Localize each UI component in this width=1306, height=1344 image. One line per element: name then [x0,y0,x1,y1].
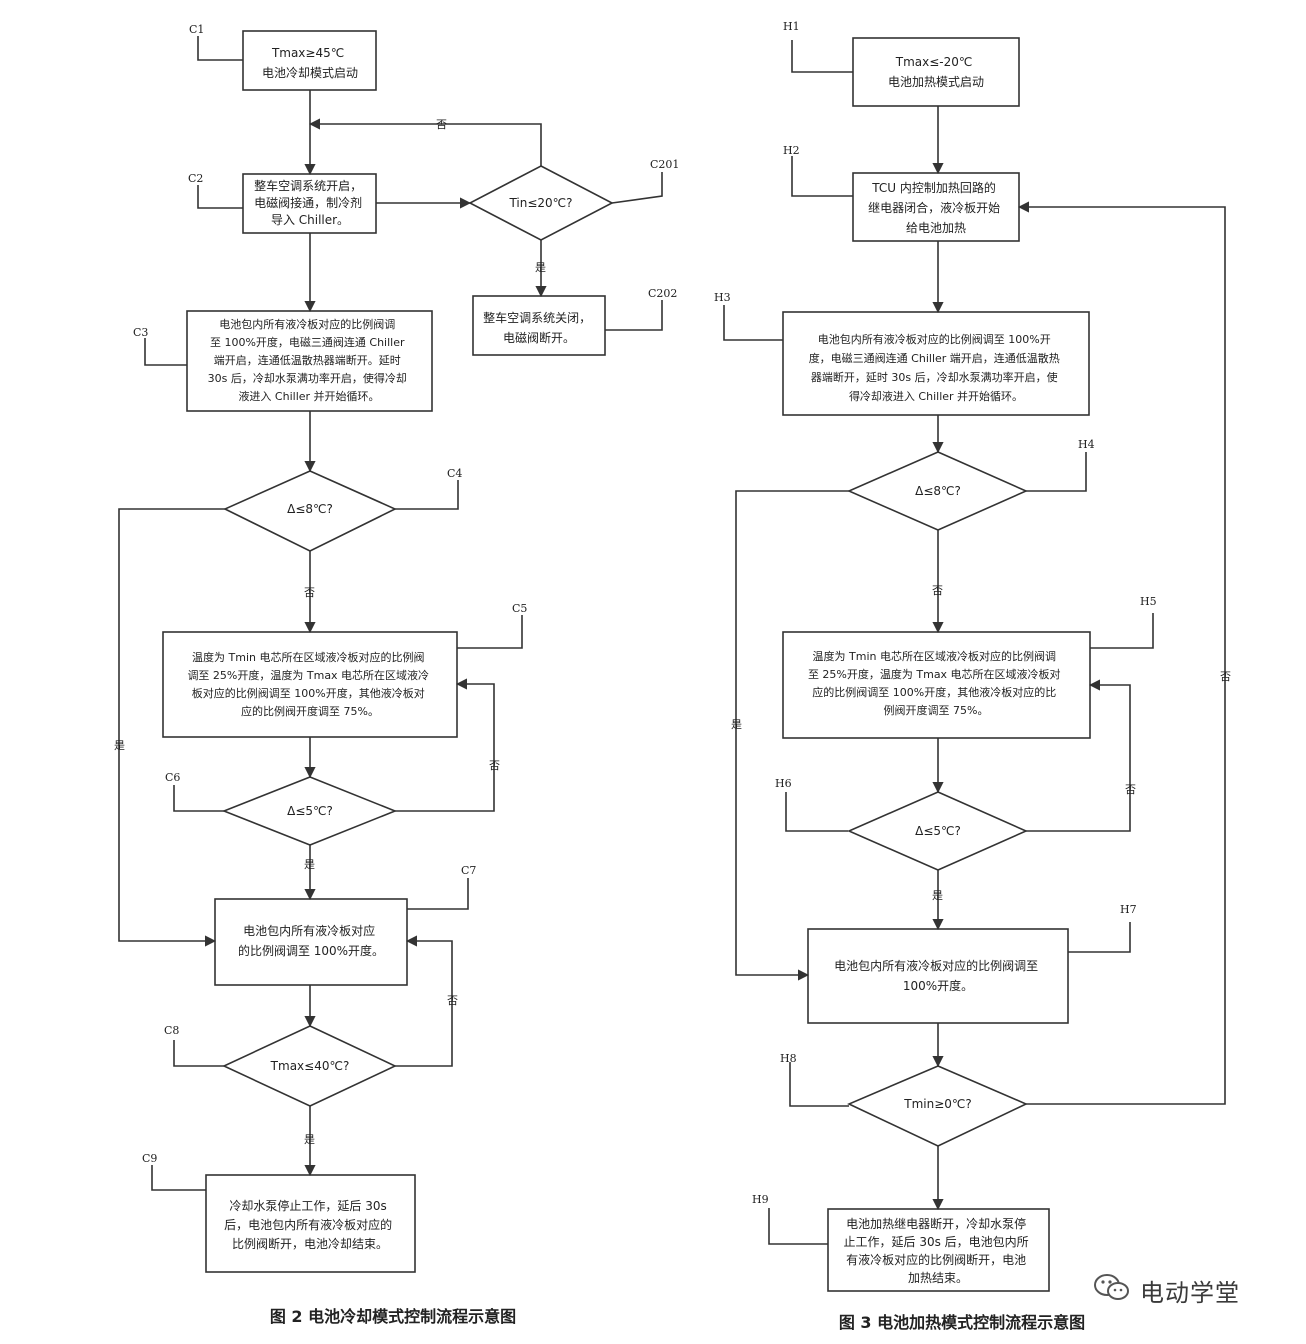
heating-caption: 图 3 电池加热模式控制流程示意图 [839,1313,1085,1332]
h2-text: TCU 内控制加热回路的 继电器闭合，液冷板开始 给电池加热 [868,180,1004,235]
tag-c9: C9 [142,1152,157,1165]
tag-h9: H9 [752,1193,769,1206]
c4-no-label: 否 [304,586,315,599]
h7-text: 电池包内所有液冷板对应的比例阀调至 100%开度。 [834,958,1042,993]
h3-text: 电池包内所有液冷板对应的比例阀调至 100%开 度，电磁三通阀连通 Chille… [809,332,1064,403]
c202-text: 整车空调系统关闭， 电磁阀断开。 [483,310,595,345]
cooling-caption: 图 2 电池冷却模式控制流程示意图 [270,1307,516,1326]
tag-c2: C2 [188,172,203,185]
h4-yes-label: 是 [731,718,742,731]
h9-text: 电池加热继电器断开，冷却水泵停 止工作，延后 30s 后，电池包内所 有液冷板对… [844,1216,1033,1285]
h5-text: 温度为 Tmin 电芯所在区域液冷板对应的比例阀调 至 25%开度，温度为 Tm… [808,649,1064,717]
c9-text: 冷却水泵停止工作，延后 30s 后，电池包内所有液冷板对应的 比例阀断开，电池冷… [224,1198,396,1251]
c201-yes-label: 是 [535,261,546,274]
h5-partial-box [782,631,1091,739]
tag-c5: C5 [512,602,527,615]
h1-start-box [852,37,1020,107]
tag-c3: C3 [133,326,148,339]
watermark: 电动学堂 [1092,1268,1292,1312]
h1-text: Tmax≤-20℃ 电池加热模式启动 [888,55,984,89]
c201-no-label: 否 [436,118,447,131]
h4-text: Δ≤8℃? [915,484,961,498]
c6-no-label: 否 [489,759,500,772]
c7-full-open-box [214,898,408,986]
c201-text: Tin≤20℃? [508,196,572,210]
c7-text: 电池包内所有液冷板对应 的比例阀调至 100%开度。 [238,923,384,958]
tag-c202: C202 [648,287,677,300]
c8-no-label: 否 [447,994,458,1007]
c5-partial-box [162,631,458,738]
h4-no-label: 否 [932,584,943,597]
c6-text: Δ≤5℃? [287,804,333,818]
tag-c7: C7 [461,864,476,877]
c1-start-box [242,30,377,91]
tag-h3: H3 [714,291,731,304]
tag-h4: H4 [1078,438,1095,451]
c6-yes-label: 是 [304,858,315,871]
tag-h5: H5 [1140,595,1157,608]
tag-h1: H1 [783,20,800,33]
c8-text: Tmax≤40℃? [270,1059,350,1073]
watermark-text: 电动学堂 [1140,1278,1240,1307]
c4-text: Δ≤8℃? [287,502,333,516]
tag-c8: C8 [164,1024,179,1037]
tag-h2: H2 [783,144,800,157]
c8-yes-label: 是 [304,1133,315,1146]
h6-text: Δ≤5℃? [915,824,961,838]
tag-c4: C4 [447,467,462,480]
c2-text: 整车空调系统开启， 电磁阀接通，制冷剂 导入 Chiller。 [254,178,366,227]
h8-text: Tmin≥0℃? [903,1097,972,1111]
h3-valves-box [782,311,1090,416]
tag-c201: C201 [650,158,679,171]
h2-relay-box [852,172,1020,242]
c1-text: Tmax≥45℃ 电池冷却模式启动 [262,46,358,80]
tag-c6: C6 [165,771,180,784]
tag-h6: H6 [775,777,792,790]
heating-flowchart: H1 H2 H3 H4 H5 H6 H7 H8 H9 Tmax≤-20℃ 电池加… [714,20,1231,1332]
h7-full-open-box [807,928,1069,1024]
tag-h7: H7 [1120,903,1137,916]
tag-h8: H8 [780,1052,797,1065]
h8-no-label: 否 [1220,670,1231,683]
tag-c1: C1 [189,23,204,36]
c5-text: 温度为 Tmin 电芯所在区域液冷板对应的比例阀 调至 25%开度，温度为 Tm… [187,650,432,718]
c2-ac-on-box [242,173,377,234]
h6-yes-label: 是 [932,889,943,902]
c202-ac-off-box [472,295,606,356]
c3-text: 电池包内所有液冷板对应的比例阀调 至 100%开度，电磁三通阀连通 Chille… [208,317,411,403]
h6-no-label: 否 [1125,783,1136,796]
c4-yes-label: 是 [114,739,125,752]
c9-end-box [205,1174,416,1273]
wechat-icon [1092,1271,1132,1309]
cooling-flowchart: C1 C2 C201 C202 C3 C4 C5 C6 C7 C8 C9 Tma… [114,23,679,1326]
